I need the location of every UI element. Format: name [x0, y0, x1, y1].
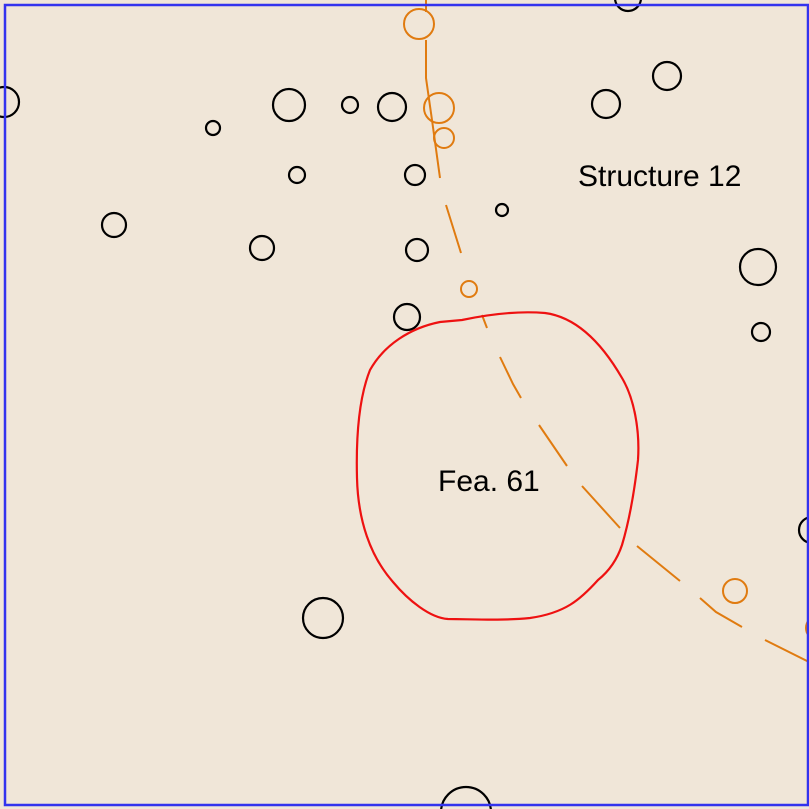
- feature-outline: [355, 311, 640, 621]
- post-hole: [392, 302, 422, 332]
- post-hole: [301, 596, 345, 640]
- trench-post-hole: [423, 92, 455, 124]
- feature-label: Fea. 61: [438, 465, 540, 498]
- post-hole: [738, 247, 778, 287]
- trench-post-hole: [722, 578, 748, 604]
- trench-post-hole: [433, 127, 455, 149]
- map-frame: [3, 3, 809, 807]
- post-hole: [204, 119, 222, 137]
- post-hole: [797, 516, 809, 544]
- trench-post-hole: [403, 8, 435, 40]
- post-hole: [271, 87, 307, 123]
- trench-post-hole: [460, 280, 478, 298]
- post-hole: [590, 88, 622, 120]
- post-hole: [287, 165, 307, 185]
- post-hole: [376, 91, 408, 123]
- post-hole: [340, 95, 360, 115]
- post-hole: [100, 211, 128, 239]
- post-hole: [404, 237, 430, 263]
- post-hole: [403, 163, 427, 187]
- post-hole: [651, 60, 683, 92]
- post-hole: [750, 321, 772, 343]
- trench-post-hole: [805, 618, 809, 638]
- post-hole: [614, 0, 642, 13]
- post-hole: [440, 785, 492, 809]
- post-hole: [248, 234, 276, 262]
- post-hole: [494, 202, 510, 218]
- structure-label: Structure 12: [578, 160, 741, 193]
